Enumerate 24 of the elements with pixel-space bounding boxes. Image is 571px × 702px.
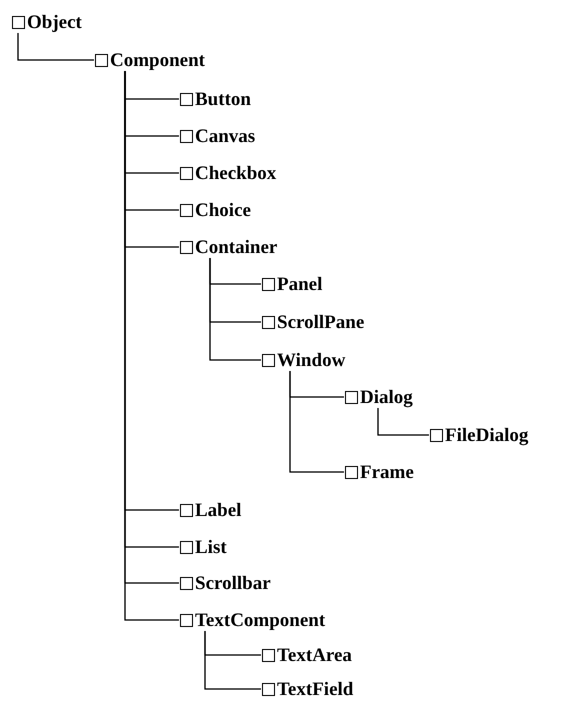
tree-connector <box>204 631 261 690</box>
class-name: Choice <box>195 200 251 220</box>
class-name: List <box>195 538 227 556</box>
tree-connector <box>209 258 261 361</box>
class-name: FileDialog <box>445 426 528 444</box>
class-name: Dialog <box>360 388 413 406</box>
class-name: Window <box>277 350 346 370</box>
class-name: Frame <box>360 462 414 482</box>
class-name: Button <box>195 90 251 108</box>
tree-connector <box>377 408 429 436</box>
class-name: Checkbox <box>195 164 276 182</box>
class-name: ScrollPane <box>277 312 364 332</box>
class-name: Canvas <box>195 126 256 146</box>
class-name: Label <box>195 500 242 520</box>
class-name: Scrollbar <box>195 574 271 592</box>
class-name: Object <box>27 12 82 32</box>
class-name: TextArea <box>277 646 352 664</box>
tree-connector <box>289 371 344 473</box>
class-name: Component <box>110 50 206 70</box>
class-name: Container <box>195 238 278 256</box>
class-name: Panel <box>277 274 322 294</box>
class-name: TextField <box>277 680 354 698</box>
class-name: TextComponent <box>195 610 326 630</box>
tree-connector <box>17 33 94 61</box>
